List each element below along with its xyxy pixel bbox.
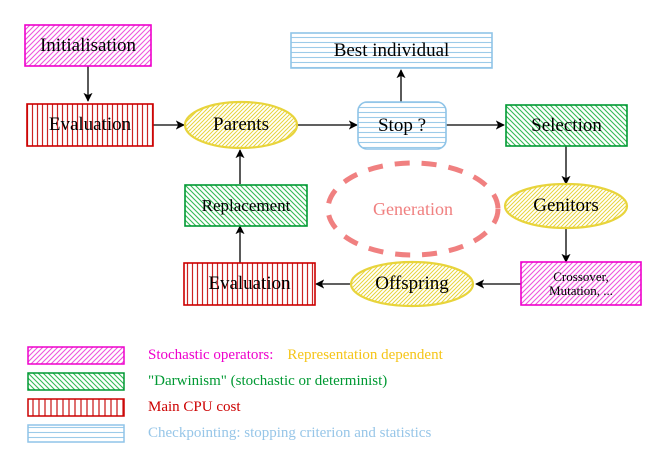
node-crossover-mutation: [520, 261, 642, 306]
node-stop: [357, 101, 447, 150]
legend-swatch-darwinism: [27, 372, 125, 391]
legend-swatch-stochastic-operators: [27, 346, 125, 365]
legend-item-stochastic-operators: Stochastic operators: Representation depe…: [148, 345, 443, 365]
node-evaluation-top: [26, 103, 154, 147]
node-selection: [505, 104, 628, 147]
node-evaluation-bottom: [183, 262, 316, 306]
legend-text-stochastic-operators: Stochastic operators: Representation depe…: [148, 347, 443, 364]
legend-text-b-0: Representation dependent: [287, 346, 443, 363]
legend-swatch-checkpointing: [27, 424, 125, 443]
legend-item-checkpointing: Checkpointing: stopping criterion and st…: [148, 423, 431, 443]
node-best-individual: [290, 32, 493, 69]
node-replacement: [184, 184, 308, 227]
legend-item-main-cpu-cost: Main CPU cost: [148, 397, 241, 417]
node-generation: [325, 160, 501, 258]
node-parents: [183, 100, 299, 150]
node-offspring: [349, 260, 475, 308]
node-genitors: [503, 182, 629, 230]
legend-text-darwinism: "Darwinism" (stochastic or determinist): [148, 372, 388, 389]
legend-text-main-cpu-cost: Main CPU cost: [148, 398, 241, 415]
legend-text-a-0: Stochastic operators:: [148, 346, 274, 363]
edges-group: [83, 66, 571, 289]
legend-swatch-main-cpu-cost: [27, 398, 125, 417]
legend-text-checkpointing: Checkpointing: stopping criterion and st…: [148, 424, 432, 441]
node-initialisation: [24, 24, 152, 67]
legend-item-darwinism: "Darwinism" (stochastic or determinist): [148, 371, 387, 391]
